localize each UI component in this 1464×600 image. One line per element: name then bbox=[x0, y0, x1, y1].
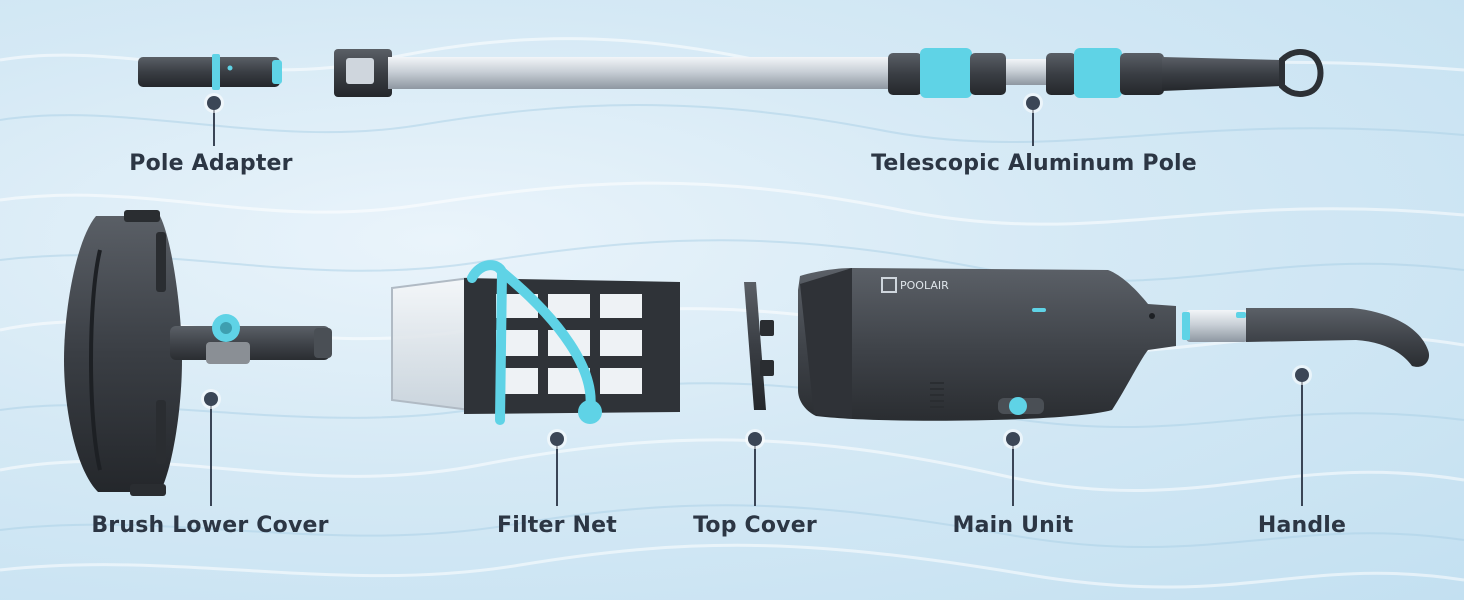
handle-callout-dot bbox=[1295, 368, 1309, 382]
telescopic-pole-callout-line bbox=[1032, 104, 1034, 146]
top-cover-part bbox=[744, 282, 774, 410]
top-cover-callout-line bbox=[754, 440, 756, 506]
handle-part bbox=[1182, 308, 1430, 367]
main-unit-callout-dot bbox=[1006, 432, 1020, 446]
main-unit-part: POOLAIR bbox=[798, 268, 1176, 421]
top-cover-callout-dot bbox=[748, 432, 762, 446]
telescopic-aluminum-pole-part bbox=[334, 48, 1324, 98]
handle-label: Handle bbox=[1257, 513, 1347, 538]
brush-lower-cover-callout-dot bbox=[204, 392, 218, 406]
filter-net-part bbox=[391, 260, 680, 425]
brush-lower-cover-label: Brush Lower Cover bbox=[91, 513, 329, 538]
brush-lower-cover-callout-line bbox=[210, 400, 212, 506]
top-cover-label: Top Cover bbox=[693, 513, 817, 538]
pole-adapter-callout-line bbox=[213, 104, 215, 146]
pole-adapter-part bbox=[138, 54, 282, 90]
pole-adapter-label: Pole Adapter bbox=[129, 151, 293, 176]
main-unit-callout-line bbox=[1012, 440, 1014, 506]
filter-net-callout-line bbox=[556, 440, 558, 506]
handle-callout-line bbox=[1301, 380, 1303, 506]
brush-lower-cover-part bbox=[64, 210, 332, 496]
filter-net-callout-dot bbox=[550, 432, 564, 446]
telescopic-pole-callout-dot bbox=[1026, 96, 1040, 110]
brand-logo-text: POOLAIR bbox=[900, 279, 949, 292]
telescopic-aluminum-pole-label: Telescopic Aluminum Pole bbox=[871, 151, 1197, 176]
filter-net-label: Filter Net bbox=[497, 513, 617, 538]
main-unit-label: Main Unit bbox=[952, 513, 1074, 538]
pole-adapter-callout-dot bbox=[207, 96, 221, 110]
